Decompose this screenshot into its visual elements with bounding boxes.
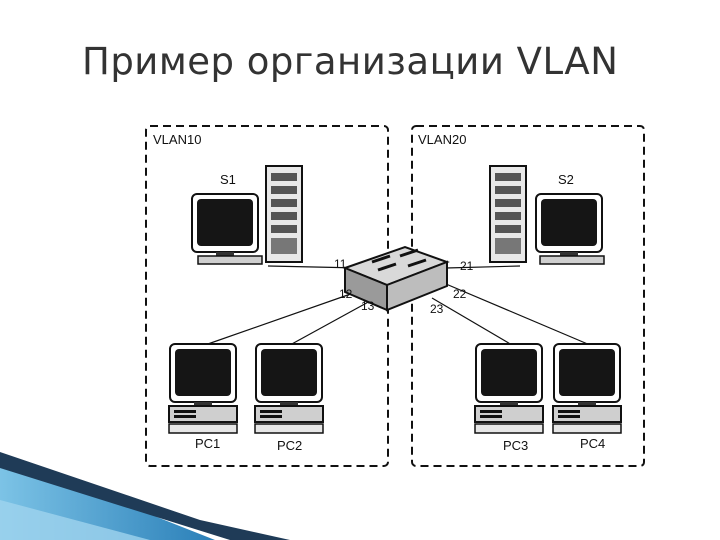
pc4-label: PC4 bbox=[580, 436, 605, 451]
switch-icon bbox=[342, 245, 450, 312]
port-23: 23 bbox=[430, 302, 444, 316]
server-tower-icon bbox=[489, 165, 527, 263]
monitor-icon bbox=[535, 193, 603, 257]
port-13: 13 bbox=[361, 299, 375, 313]
server-tower-icon bbox=[265, 165, 303, 263]
vlan10-label: VLAN10 bbox=[153, 132, 201, 147]
pc1-label: PC1 bbox=[195, 436, 220, 451]
vlan20-label: VLAN20 bbox=[418, 132, 466, 147]
monitor-icon bbox=[475, 343, 543, 407]
link-pc3 bbox=[431, 297, 513, 346]
computer-case-icon bbox=[254, 405, 324, 434]
monitor-icon bbox=[191, 193, 259, 257]
computer-case-icon bbox=[168, 405, 238, 434]
link-pc1 bbox=[204, 289, 363, 346]
link-pc4 bbox=[445, 283, 591, 346]
link-pc2 bbox=[289, 299, 373, 346]
computer-case-icon bbox=[474, 405, 544, 434]
pc1 bbox=[168, 343, 238, 434]
server-s2 bbox=[489, 165, 605, 265]
server-s1-label: S1 bbox=[220, 172, 236, 187]
server-s2-label: S2 bbox=[558, 172, 574, 187]
link-s2 bbox=[445, 265, 521, 269]
port-21: 21 bbox=[460, 259, 474, 273]
monitor-icon bbox=[255, 343, 323, 407]
computer-case-icon bbox=[552, 405, 622, 434]
pc2 bbox=[254, 343, 324, 434]
monitor-icon bbox=[553, 343, 621, 407]
corner-decoration bbox=[0, 452, 290, 540]
port-11: 11 bbox=[334, 257, 347, 271]
slide-title: Пример организации VLAN bbox=[82, 40, 619, 83]
pc2-label: PC2 bbox=[277, 438, 302, 453]
monitor-icon bbox=[169, 343, 237, 407]
server-s1 bbox=[191, 165, 303, 265]
port-22: 22 bbox=[453, 287, 467, 301]
pc3-label: PC3 bbox=[503, 438, 528, 453]
port-12: 12 bbox=[339, 287, 353, 301]
pc3 bbox=[474, 343, 544, 434]
pc4 bbox=[552, 343, 622, 434]
